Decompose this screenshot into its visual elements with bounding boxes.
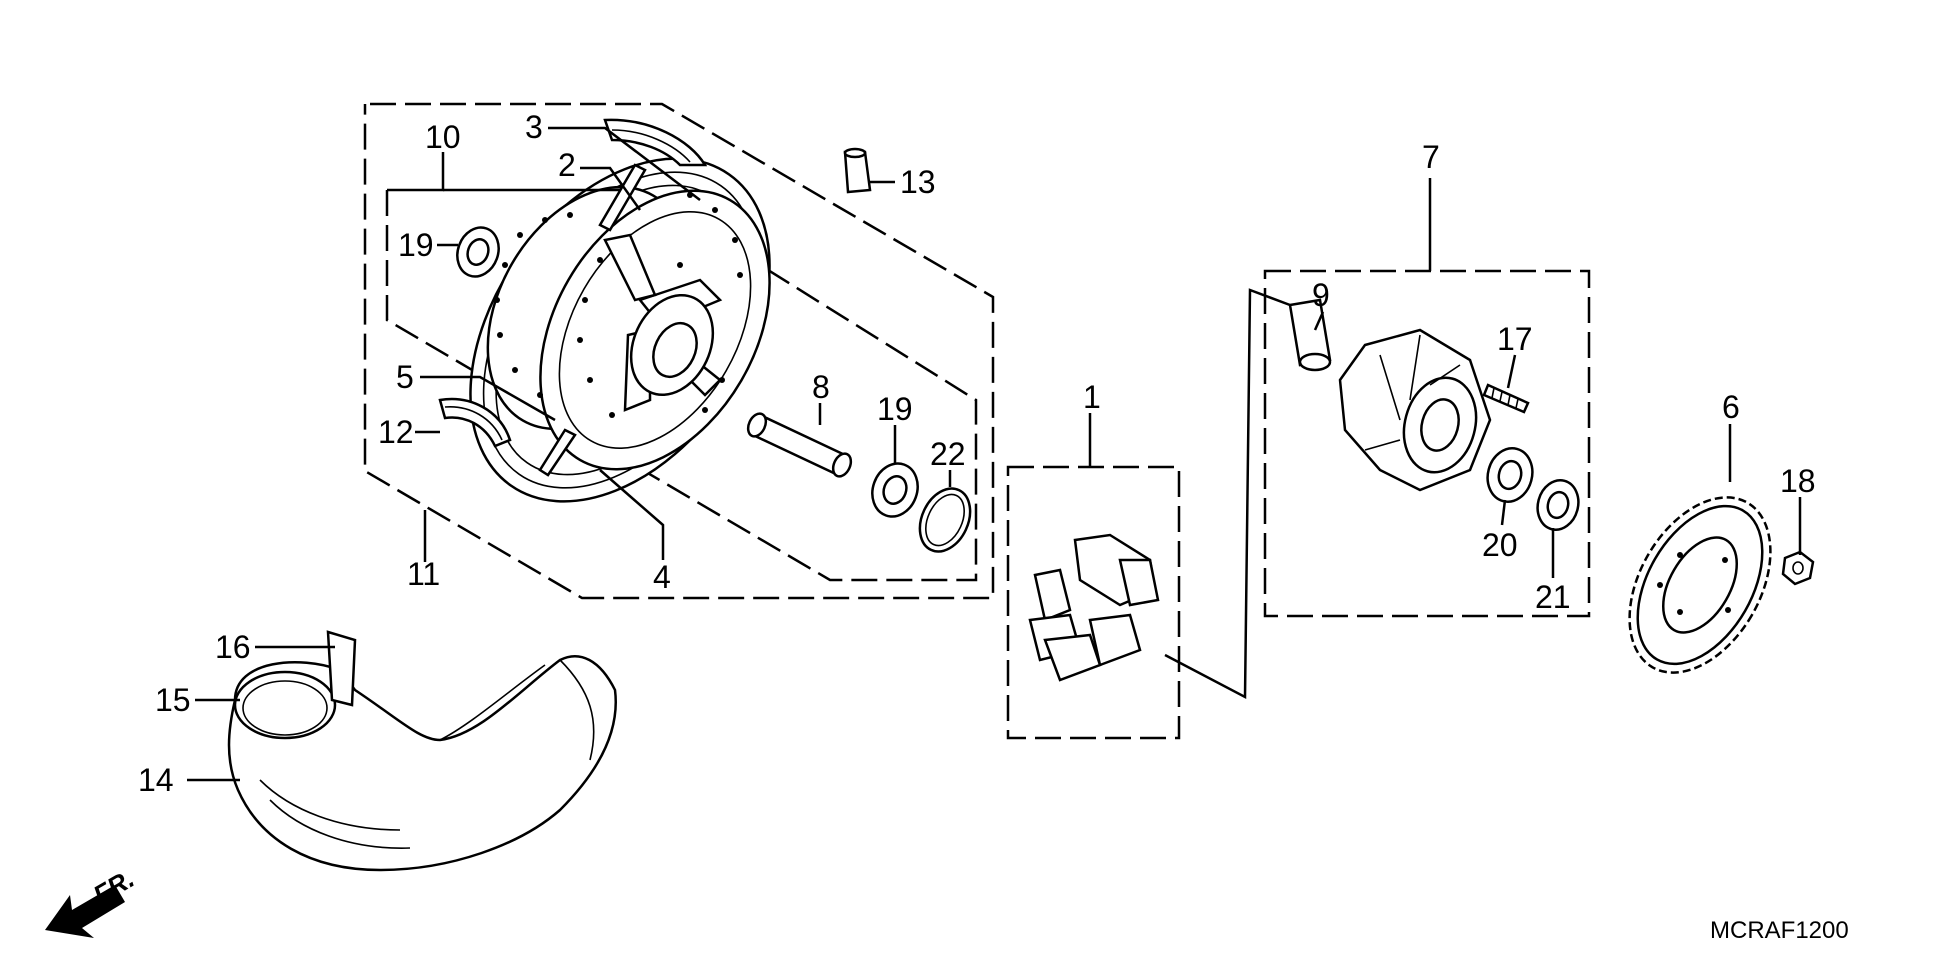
callout-5: 5: [396, 359, 414, 395]
callout-6: 6: [1722, 389, 1740, 425]
callout-12: 12: [378, 414, 414, 450]
callout-9: 9: [1312, 277, 1330, 313]
callout-21: 21: [1535, 579, 1571, 615]
callout-19-right: 19: [877, 391, 913, 427]
balance-weight-upper: [598, 118, 708, 232]
callout-22: 22: [930, 436, 966, 472]
sprocket-nut: [1781, 550, 1815, 586]
leader-lines: [187, 126, 1802, 782]
callout-3: 3: [525, 109, 543, 145]
callout-4: 4: [653, 559, 671, 595]
callout-numbers: 1 2 3 4 5 6 7 8 9 10 11 12 13 14 15 16 1…: [138, 109, 1816, 798]
callout-10: 10: [425, 119, 461, 155]
wheel-bearing-left: [456, 226, 500, 278]
dust-seal: [1536, 479, 1580, 531]
callout-20: 20: [1482, 527, 1518, 563]
callout-13: 13: [900, 164, 936, 200]
callout-2: 2: [558, 147, 576, 183]
wheel-assembly-dashed-box: [363, 102, 995, 600]
valve-stem: [843, 147, 872, 194]
front-direction-arrow: FR.: [45, 863, 139, 938]
hub-bearing: [1486, 447, 1534, 503]
rear-hugger: [227, 630, 617, 872]
wheel-bearing-right: [871, 462, 919, 518]
callout-14: 14: [138, 762, 174, 798]
callout-15: 15: [155, 682, 191, 718]
driven-sprocket: [1628, 496, 1772, 674]
callout-1: 1: [1083, 379, 1101, 415]
callout-18: 18: [1780, 463, 1816, 499]
o-ring: [918, 487, 972, 553]
diagram-code: MCRAF1200: [1710, 917, 1849, 944]
disc-holes: [494, 192, 743, 418]
rear-wheel-rim: [469, 157, 771, 503]
callout-8: 8: [812, 369, 830, 405]
final-driven-flange: [1338, 328, 1492, 492]
distance-collar: [746, 412, 853, 478]
balance-weight-lower: [438, 397, 577, 477]
callout-11: 11: [407, 556, 440, 592]
callout-19-left: 19: [398, 227, 434, 263]
damper-rubbers: [1028, 533, 1160, 682]
hub-assembly-dashed-box: [1263, 269, 1591, 618]
callout-16: 16: [215, 629, 251, 665]
callout-7: 7: [1422, 139, 1440, 175]
callout-17: 17: [1497, 321, 1533, 357]
damper-rubber-dashed-box: [1006, 465, 1181, 740]
stud-bolt: [1482, 383, 1530, 414]
